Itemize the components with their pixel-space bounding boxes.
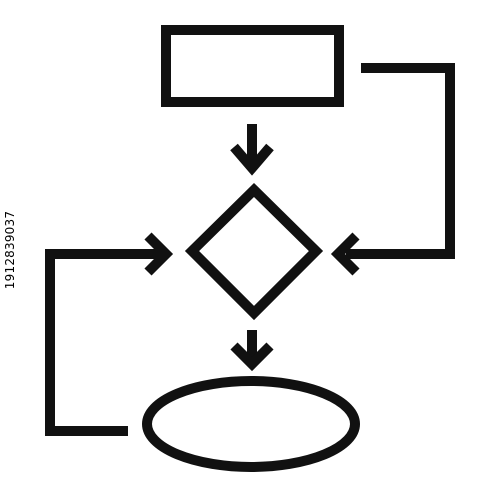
down-arrow-head-bottom <box>230 342 274 372</box>
right-loop-connector <box>346 63 455 259</box>
image-id-text: 1912839037 <box>3 210 17 290</box>
right-loop-arrow-head <box>330 232 360 276</box>
left-loop-connector <box>45 249 162 436</box>
down-arrow-head-top <box>230 143 274 176</box>
process-rectangle <box>161 25 344 107</box>
decision-diamond <box>184 182 324 321</box>
terminal-ellipse <box>142 376 360 472</box>
left-loop-arrow-head <box>144 232 174 276</box>
